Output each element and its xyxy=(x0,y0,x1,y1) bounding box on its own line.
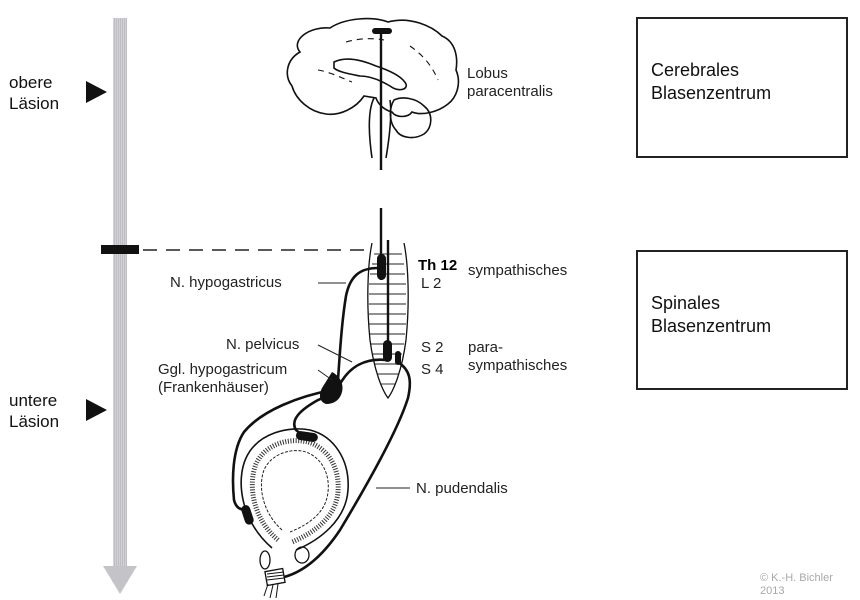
upper-lesion-pointer-icon xyxy=(86,81,107,103)
axis-shaft xyxy=(113,18,127,566)
copyright-notice: © K.-H. Bichler 2013 xyxy=(760,572,833,598)
lobus-label-line1: Lobus xyxy=(467,65,508,82)
hypogastric-ganglion xyxy=(319,372,343,404)
copyright-line1: © K.-H. Bichler xyxy=(760,572,833,584)
brain-illustration xyxy=(286,17,460,159)
cerebral-line1: Cerebrales xyxy=(651,60,740,80)
ganglion-label: Ggl. hypogastricum (Frankenhäuser) xyxy=(158,361,287,397)
ganglion-label-line1: Ggl. hypogastricum xyxy=(158,361,288,378)
spinal-line2: Blasenzentrum xyxy=(651,316,772,336)
lesion-axis-arrow xyxy=(103,18,137,594)
parasympathetic-label: para- sympathisches xyxy=(468,339,567,375)
cerebral-line2: Blasenzentrum xyxy=(651,83,772,103)
leader-lines xyxy=(317,282,410,489)
spinal-center-box: Spinales Blasenzentrum xyxy=(636,250,848,390)
level-l2: L 2 xyxy=(421,275,442,292)
level-th12: Th 12 xyxy=(418,257,458,274)
spinal-cord-segment xyxy=(367,240,409,400)
parasympathetic-line2: sympathisches xyxy=(468,357,568,374)
spinal-line1: Spinales xyxy=(651,293,721,313)
level-s4: S 4 xyxy=(421,361,444,378)
paracentral-lobule-marker xyxy=(372,28,392,34)
lower-lesion-line1: untere xyxy=(9,391,58,410)
lobus-paracentralis-label: Lobus paracentralis xyxy=(467,65,553,101)
bladder-illustration xyxy=(240,428,349,599)
ganglion-label-line2: (Frankenhäuser) xyxy=(158,379,269,396)
level-s2: S 2 xyxy=(421,339,444,356)
parasympathetic-line1: para- xyxy=(468,339,504,356)
pelvic-nerve xyxy=(293,358,387,438)
sympathetic-nucleus xyxy=(377,254,386,280)
upper-lesion-line2: Läsion xyxy=(9,94,60,113)
pudendal-nerve xyxy=(279,360,412,580)
axis-arrowhead xyxy=(103,566,137,594)
n-pudendalis-label: N. pudendalis xyxy=(416,480,508,497)
copyright-line2: 2013 xyxy=(760,585,785,597)
sympathetic-label: sympathisches xyxy=(468,262,568,279)
lower-lesion-pointer-icon xyxy=(86,399,107,421)
spinal-center-label: Spinales Blasenzentrum xyxy=(651,292,771,338)
nerve-pathways xyxy=(231,266,412,580)
parasympathetic-nucleus xyxy=(383,340,392,362)
n-hypogastricus-label: N. hypogastricus xyxy=(170,274,282,291)
upper-lesion-line1: obere xyxy=(9,73,53,92)
bladder-wall-hypogastric-ending xyxy=(241,505,254,525)
upper-lesion-label: obere Läsion xyxy=(9,72,59,114)
lower-lesion-label: untere Läsion xyxy=(9,390,59,432)
cerebral-center-box: Cerebrales Blasenzentrum xyxy=(636,17,848,158)
cerebral-center-label: Cerebrales Blasenzentrum xyxy=(651,59,771,105)
ganglion-outer-nerve xyxy=(231,388,333,512)
bladder-wall-pelvic-ending xyxy=(295,431,318,442)
lesion-marker-bar xyxy=(101,245,139,254)
lobus-label-line2: paracentralis xyxy=(467,83,553,100)
n-pelvicus-label: N. pelvicus xyxy=(226,336,300,353)
lower-lesion-line2: Läsion xyxy=(9,412,60,431)
